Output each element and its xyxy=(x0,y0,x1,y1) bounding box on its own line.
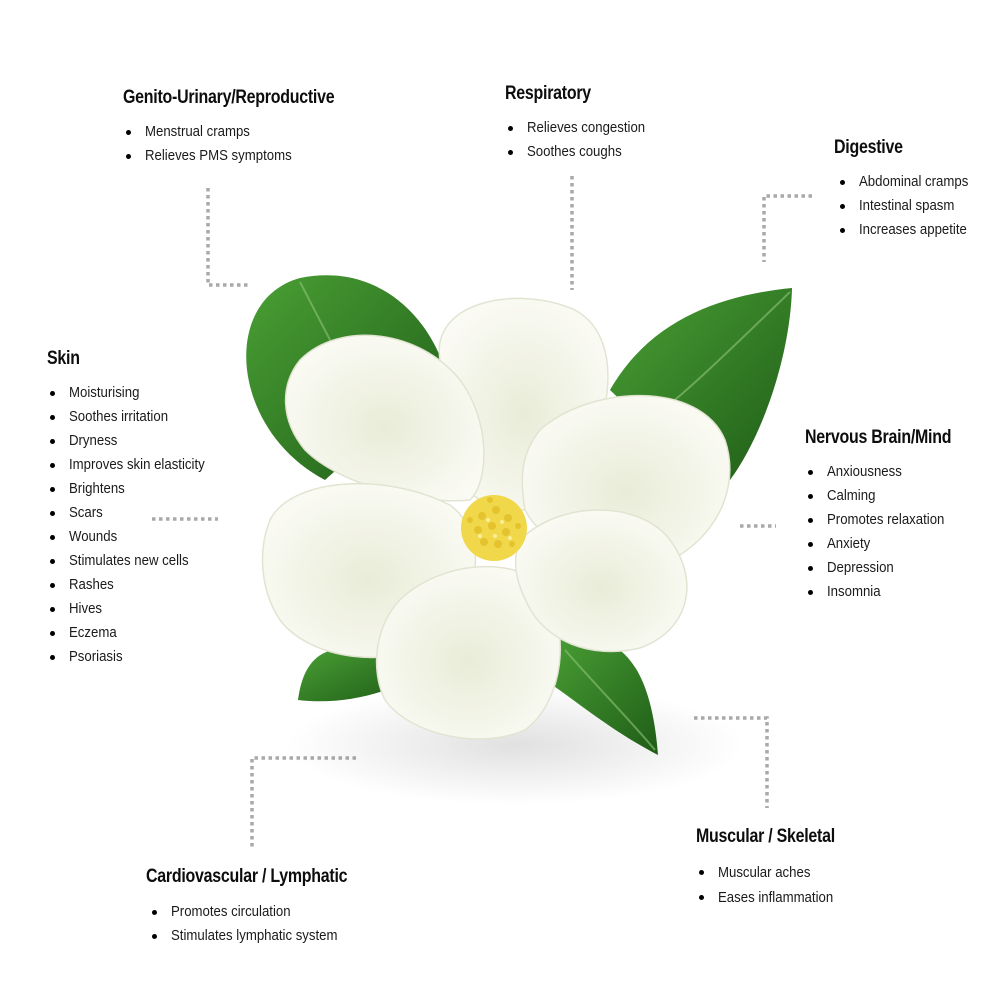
connector-cardio xyxy=(250,756,356,848)
list-item: Anxiousness xyxy=(805,460,979,484)
digestive-title: Digestive xyxy=(834,137,903,158)
leaf-top-right-icon xyxy=(610,288,792,480)
list-item: Calming xyxy=(805,484,979,508)
respiratory-title: Respiratory xyxy=(505,83,591,104)
list-item: Relieves congestion xyxy=(505,116,661,140)
list-item: Depression xyxy=(805,556,979,580)
list-item: Anxiety xyxy=(805,532,979,556)
skin-section: Skin Moisturising Soothes irritation Dry… xyxy=(47,348,223,669)
nervous-section: Nervous Brain/Mind Anxiousness Calming P… xyxy=(805,427,979,604)
list-item: Stimulates lymphatic system xyxy=(149,924,386,948)
skin-list: Moisturising Soothes irritation Dryness … xyxy=(47,381,223,669)
nervous-list: Anxiousness Calming Promotes relaxation … xyxy=(805,460,979,604)
list-item: Increases appetite xyxy=(837,218,983,242)
list-item: Psoriasis xyxy=(47,645,223,669)
digestive-list: Abdominal cramps Intestinal spasm Increa… xyxy=(837,170,983,242)
list-item: Abdominal cramps xyxy=(837,170,983,194)
petal-left-top xyxy=(284,334,485,502)
digestive-section: Digestive Abdominal cramps Intestinal sp… xyxy=(834,137,983,242)
list-item: Eases inflammation xyxy=(696,885,861,910)
respiratory-section: Respiratory Relieves congestion Soothes … xyxy=(505,83,661,164)
list-item: Promotes relaxation xyxy=(805,508,979,532)
list-item: Scars xyxy=(47,501,223,525)
muscular-section: Muscular / Skeletal Muscular aches Eases… xyxy=(696,826,861,910)
muscular-title: Muscular / Skeletal xyxy=(696,826,835,847)
connector-digestive xyxy=(762,194,812,262)
list-item: Wounds xyxy=(47,525,223,549)
skin-title: Skin xyxy=(47,348,80,369)
genito-title: Genito-Urinary/Reproductive xyxy=(123,87,335,108)
magnolia-flower-icon xyxy=(246,275,792,805)
list-item: Soothes irritation xyxy=(47,405,223,429)
genito-list: Menstrual cramps Relieves PMS symptoms xyxy=(123,120,375,168)
cardio-section: Cardiovascular / Lymphatic Promotes circ… xyxy=(146,866,386,948)
list-item: Menstrual cramps xyxy=(123,120,375,144)
cardio-list: Promotes circulation Stimulates lymphati… xyxy=(149,900,386,948)
cardio-title: Cardiovascular / Lymphatic xyxy=(146,866,348,887)
muscular-list: Muscular aches Eases inflammation xyxy=(696,860,861,910)
list-item: Eczema xyxy=(47,621,223,645)
list-item: Moisturising xyxy=(47,381,223,405)
petal-right-bottom xyxy=(514,509,688,653)
list-item: Insomnia xyxy=(805,580,979,604)
list-item: Intestinal spasm xyxy=(837,194,983,218)
genito-section: Genito-Urinary/Reproductive Menstrual cr… xyxy=(123,87,375,168)
list-item: Muscular aches xyxy=(696,860,861,885)
list-item: Stimulates new cells xyxy=(47,549,223,573)
nervous-title: Nervous Brain/Mind xyxy=(805,427,952,448)
connector-genito xyxy=(206,188,248,287)
petal-bottom xyxy=(375,565,561,740)
list-item: Hives xyxy=(47,597,223,621)
list-item: Soothes coughs xyxy=(505,140,661,164)
list-item: Improves skin elasticity xyxy=(47,453,223,477)
leaf-bottom-right-icon xyxy=(545,637,658,755)
list-item: Promotes circulation xyxy=(149,900,386,924)
list-item: Brightens xyxy=(47,477,223,501)
list-item: Rashes xyxy=(47,573,223,597)
respiratory-list: Relieves congestion Soothes coughs xyxy=(505,116,661,164)
list-item: Dryness xyxy=(47,429,223,453)
list-item: Relieves PMS symptoms xyxy=(123,144,375,168)
